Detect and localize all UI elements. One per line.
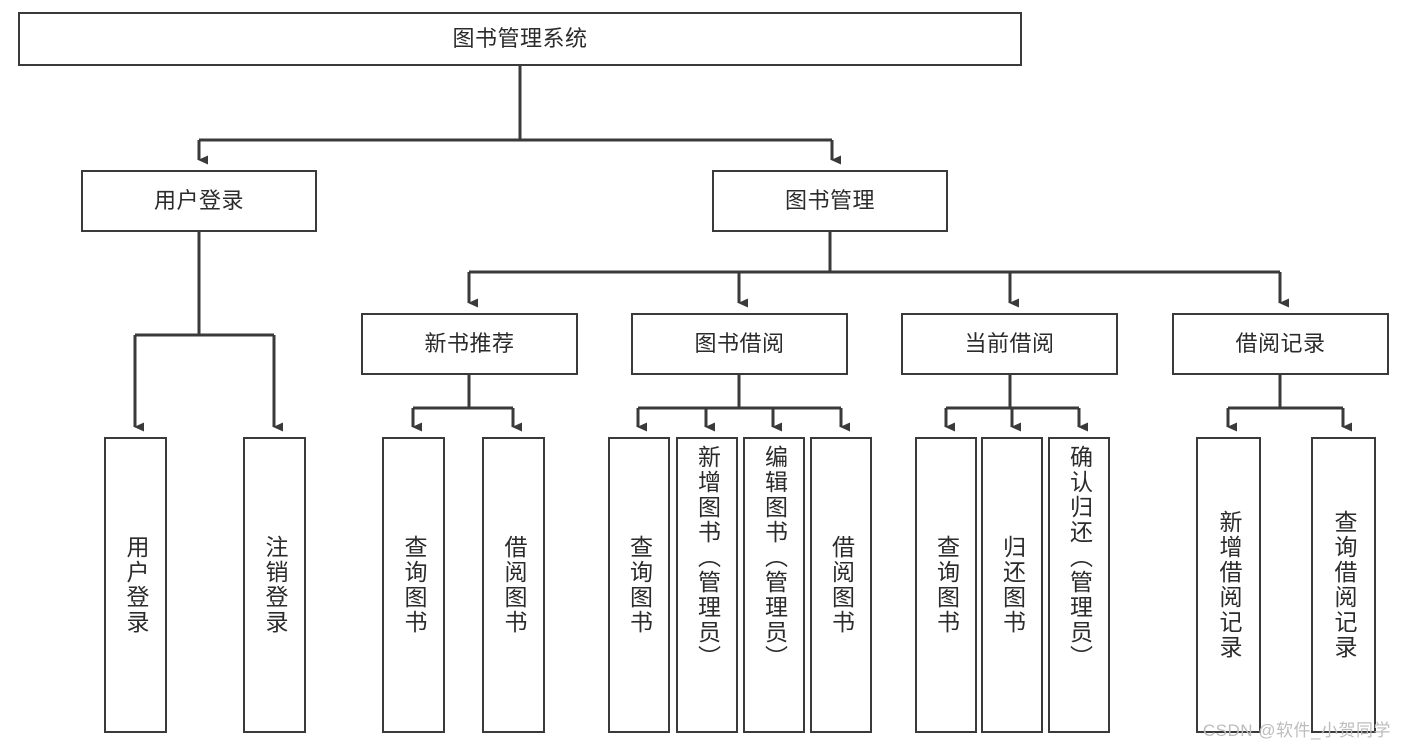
node-label: 查询图书	[933, 535, 960, 635]
node-label: 归还图书	[999, 535, 1026, 635]
node-current-borrow[interactable]: 当前借阅	[901, 313, 1118, 375]
leaf-book-borrow-2[interactable]: 编辑图书（管理员）	[743, 437, 805, 733]
leaf-current-borrow-0[interactable]: 查询图书	[915, 437, 977, 733]
node-label: 新书推荐	[424, 330, 515, 356]
node-label: 查询图书	[401, 535, 427, 635]
node-label: 新增图书（管理员）	[694, 445, 721, 670]
leaf-new-book-recommend-0[interactable]: 查询图书	[382, 437, 445, 733]
node-book-management[interactable]: 图书管理	[712, 170, 948, 232]
node-label: 借阅图书	[828, 535, 855, 635]
leaf-book-borrow-0[interactable]: 查询图书	[608, 437, 670, 733]
node-label: 新增借阅记录	[1216, 510, 1242, 660]
leaf-borrow-record-1[interactable]: 查询借阅记录	[1311, 437, 1376, 733]
node-label: 查询借阅记录	[1331, 510, 1357, 660]
node-new-book-recommend[interactable]: 新书推荐	[361, 313, 578, 375]
node-root-system[interactable]: 图书管理系统	[18, 12, 1022, 66]
node-label: 图书管理	[784, 187, 875, 213]
node-borrow-record[interactable]: 借阅记录	[1172, 313, 1389, 375]
leaf-current-borrow-1[interactable]: 归还图书	[981, 437, 1043, 733]
leaf-current-borrow-2[interactable]: 确认归还（管理员）	[1048, 437, 1110, 733]
node-label: 借阅图书	[501, 535, 527, 635]
node-label: 借阅记录	[1235, 330, 1326, 356]
node-label: 图书借阅	[694, 330, 785, 356]
node-label: 图书管理系统	[452, 25, 588, 51]
node-user-login[interactable]: 用户登录	[81, 170, 317, 232]
watermark: CSDN @软件_小贺同学	[1202, 721, 1391, 740]
leaf-user-login-1[interactable]: 注销登录	[243, 437, 306, 733]
node-book-borrow[interactable]: 图书借阅	[631, 313, 848, 375]
node-label: 确认归还（管理员）	[1066, 445, 1093, 670]
node-label: 用户登录	[153, 187, 244, 213]
leaf-borrow-record-0[interactable]: 新增借阅记录	[1196, 437, 1261, 733]
leaf-new-book-recommend-1[interactable]: 借阅图书	[482, 437, 545, 733]
leaf-book-borrow-1[interactable]: 新增图书（管理员）	[676, 437, 738, 733]
node-label: 编辑图书（管理员）	[761, 445, 788, 670]
node-label: 当前借阅	[964, 330, 1055, 356]
node-label: 用户登录	[123, 535, 149, 635]
node-label: 注销登录	[262, 535, 288, 635]
leaf-user-login-0[interactable]: 用户登录	[104, 437, 167, 733]
leaf-book-borrow-3[interactable]: 借阅图书	[810, 437, 872, 733]
node-label: 查询图书	[626, 535, 653, 635]
